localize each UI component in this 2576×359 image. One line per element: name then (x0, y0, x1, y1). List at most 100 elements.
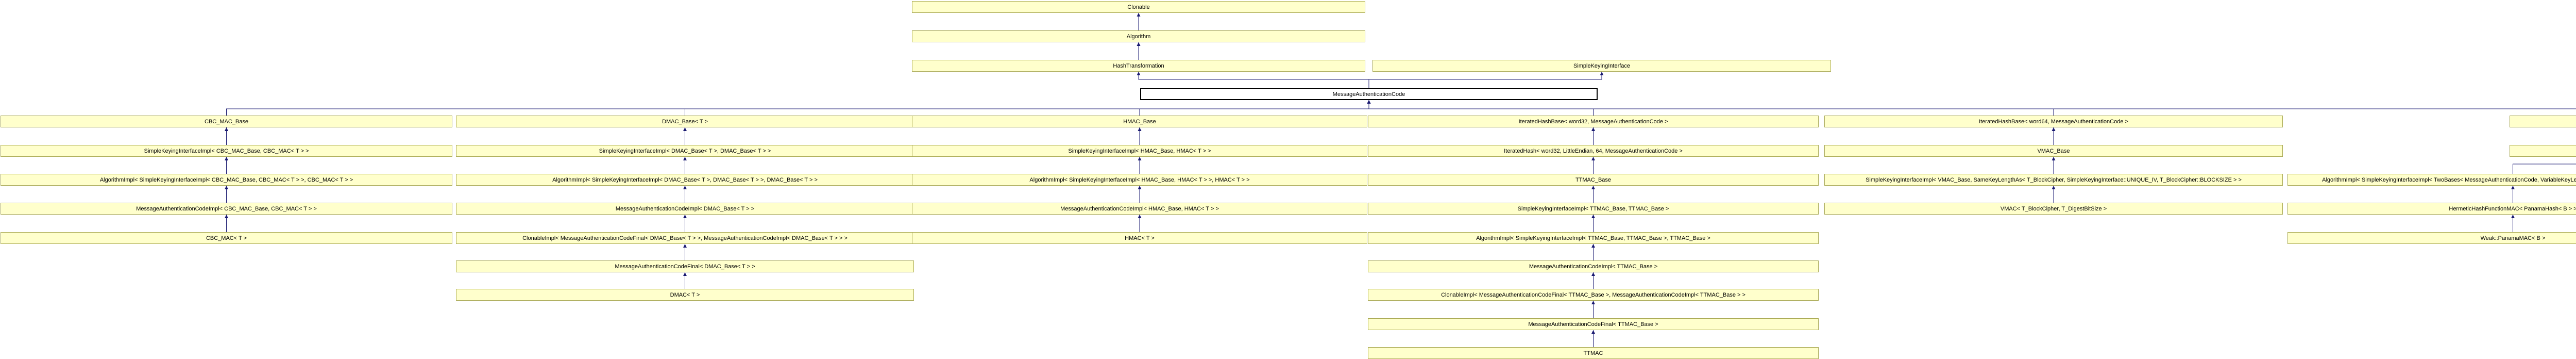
class-node-dmac_base[interactable]: DMAC_Base< T > (456, 116, 914, 127)
arrowhead-icon (1367, 100, 1371, 104)
arrowhead-icon (1367, 100, 1371, 104)
arrowhead-icon (1591, 301, 1595, 304)
inheritance-edge (1591, 272, 1595, 289)
class-node-clonable[interactable]: Clonable (912, 1, 1365, 13)
inheritance-edge (1591, 127, 1595, 145)
class-node-alg_ttmac[interactable]: AlgorithmImpl< SimpleKeyingInterfaceImpl… (1368, 232, 1819, 244)
arrowhead-icon (1367, 100, 1371, 104)
class-node-ski_twobases[interactable]: SimpleKeyingInterfaceImpl< TwoBases< Mes… (2510, 145, 2576, 157)
class-node-macf_dmac[interactable]: MessageAuthenticationCodeFinal< DMAC_Bas… (456, 260, 914, 272)
class-node-macf_ttmac[interactable]: MessageAuthenticationCodeFinal< TTMAC_Ba… (1368, 318, 1819, 330)
inheritance-edge (1138, 127, 1142, 145)
class-node-hash_transformation[interactable]: HashTransformation (912, 60, 1365, 72)
arrowhead-icon (683, 215, 687, 218)
inheritance-edge (1137, 13, 1141, 30)
inheritance-edge (1367, 100, 2054, 116)
class-node-maci_dmac[interactable]: MessageAuthenticationCodeImpl< DMAC_Base… (456, 203, 914, 215)
arrowhead-icon (2511, 186, 2515, 189)
arrowhead-icon (1591, 186, 1595, 189)
inheritance-edge (1138, 157, 1142, 174)
inheritance-edge (225, 157, 228, 174)
class-node-hmac_base[interactable]: HMAC_Base (912, 116, 1367, 127)
class-node-maci_ttmac[interactable]: MessageAuthenticationCodeImpl< TTMAC_Bas… (1368, 260, 1819, 272)
arrowhead-icon (1138, 157, 1142, 160)
class-node-vmac[interactable]: VMAC< T_BlockCipher, T_DigestBitSize > (1824, 203, 2283, 215)
arrowhead-icon (1591, 215, 1595, 218)
class-node-hhf_panama[interactable]: HermeticHashFunctionMAC< PanamaHash< B >… (2287, 203, 2576, 215)
inheritance-edge (1367, 100, 1594, 116)
class-node-alg_dmac[interactable]: AlgorithmImpl< SimpleKeyingInterfaceImpl… (456, 174, 914, 186)
arrowhead-icon (2052, 127, 2056, 131)
inheritance-edge (2511, 186, 2515, 203)
class-node-ski_dmac[interactable]: SimpleKeyingInterfaceImpl< DMAC_Base< T … (456, 145, 914, 157)
arrowhead-icon (683, 272, 687, 276)
inheritance-edge (1591, 157, 1595, 174)
arrowhead-icon (2052, 157, 2056, 160)
inheritance-edge (2052, 186, 2056, 203)
arrowhead-icon (683, 127, 687, 131)
arrowhead-icon (1591, 127, 1595, 131)
class-node-ih32[interactable]: IteratedHash< word32, LittleEndian, 64, … (1368, 145, 1819, 157)
arrowhead-icon (1367, 100, 1371, 104)
class-node-ihb64[interactable]: IteratedHashBase< word64, MessageAuthent… (1824, 116, 2283, 127)
class-node-ski_hmac[interactable]: SimpleKeyingInterfaceImpl< HMAC_Base, HM… (912, 145, 1367, 157)
class-node-alg_cbc[interactable]: AlgorithmImpl< SimpleKeyingInterfaceImpl… (1, 174, 452, 186)
class-node-alg_panama[interactable]: AlgorithmImpl< SimpleKeyingInterfaceImpl… (2287, 174, 2576, 186)
inheritance-edge (225, 215, 228, 232)
arrowhead-icon (1367, 100, 1371, 104)
class-node-ttmac_base[interactable]: TTMAC_Base (1368, 174, 1819, 186)
arrowhead-icon (225, 186, 228, 189)
class-node-ihb32[interactable]: IteratedHashBase< word32, MessageAuthent… (1368, 116, 1819, 127)
class-node-simple_keying_interface[interactable]: SimpleKeyingInterface (1372, 60, 1831, 72)
inheritance-edge (1368, 72, 1604, 88)
class-node-hmac[interactable]: HMAC< T > (912, 232, 1367, 244)
arrowhead-icon (683, 244, 687, 248)
class-node-mac: MessageAuthenticationCode (1140, 88, 1598, 100)
arrowhead-icon (225, 157, 228, 160)
inheritance-edge (1591, 301, 1595, 318)
class-node-algorithm[interactable]: Algorithm (912, 30, 1365, 42)
inheritance-edge (1591, 215, 1595, 232)
class-node-panamamac[interactable]: Weak::PanamaMAC< B > (2287, 232, 2576, 244)
inheritance-edge (226, 100, 1371, 116)
inheritance-edge (1137, 72, 1369, 88)
inheritance-edge (2052, 157, 2056, 174)
inheritance-edge (1591, 244, 1595, 260)
class-node-dmac[interactable]: DMAC< T > (456, 289, 914, 301)
arrowhead-icon (1138, 186, 1142, 189)
inheritance-edge (1138, 215, 1142, 232)
arrowhead-icon (1591, 157, 1595, 160)
inheritance-edge (1591, 186, 1595, 203)
class-node-cloni_dmac[interactable]: ClonableImpl< MessageAuthenticationCodeF… (456, 232, 914, 244)
inheritance-edge (2511, 215, 2515, 232)
class-node-cbc_mac[interactable]: CBC_MAC< T > (1, 232, 452, 244)
arrowhead-icon (1137, 72, 1141, 75)
class-node-ski_cbc[interactable]: SimpleKeyingInterfaceImpl< CBC_MAC_Base,… (1, 145, 452, 157)
arrowhead-icon (2052, 186, 2056, 189)
inheritance-edge (2052, 127, 2056, 145)
class-node-alg_hmac[interactable]: AlgorithmImpl< SimpleKeyingInterfaceImpl… (912, 174, 1367, 186)
class-node-ski_ttmac[interactable]: SimpleKeyingInterfaceImpl< TTMAC_Base, T… (1368, 203, 1819, 215)
arrowhead-icon (2511, 215, 2515, 218)
inheritance-edge (683, 215, 687, 232)
inheritance-edge (683, 157, 687, 174)
arrowhead-icon (1137, 13, 1141, 17)
inheritance-edge (1137, 42, 1141, 60)
class-node-ttmac[interactable]: TTMAC (1368, 347, 1819, 359)
arrowhead-icon (1138, 215, 1142, 218)
inheritance-edge (1591, 330, 1595, 347)
class-node-vmac_base[interactable]: VMAC_Base (1824, 145, 2283, 157)
class-node-ski_vmac[interactable]: SimpleKeyingInterfaceImpl< VMAC_Base, Sa… (1824, 174, 2283, 186)
inheritance-edge (685, 100, 1371, 116)
class-node-maci_hmac[interactable]: MessageAuthenticationCodeImpl< HMAC_Base… (912, 203, 1367, 215)
inheritance-edge (225, 127, 228, 145)
class-node-cloni_ttmac[interactable]: ClonableImpl< MessageAuthenticationCodeF… (1368, 289, 1819, 301)
class-node-twobases[interactable]: TwoBases< MessageAuthenticationCode, Var… (2510, 116, 2576, 127)
arrowhead-icon (683, 186, 687, 189)
inheritance-edge (1367, 100, 2576, 109)
class-node-maci_cbc[interactable]: MessageAuthenticationCodeImpl< CBC_MAC_B… (1, 203, 452, 215)
arrowhead-icon (225, 127, 228, 131)
class-node-cbc_mac_base[interactable]: CBC_MAC_Base (1, 116, 452, 127)
arrowhead-icon (1591, 272, 1595, 276)
